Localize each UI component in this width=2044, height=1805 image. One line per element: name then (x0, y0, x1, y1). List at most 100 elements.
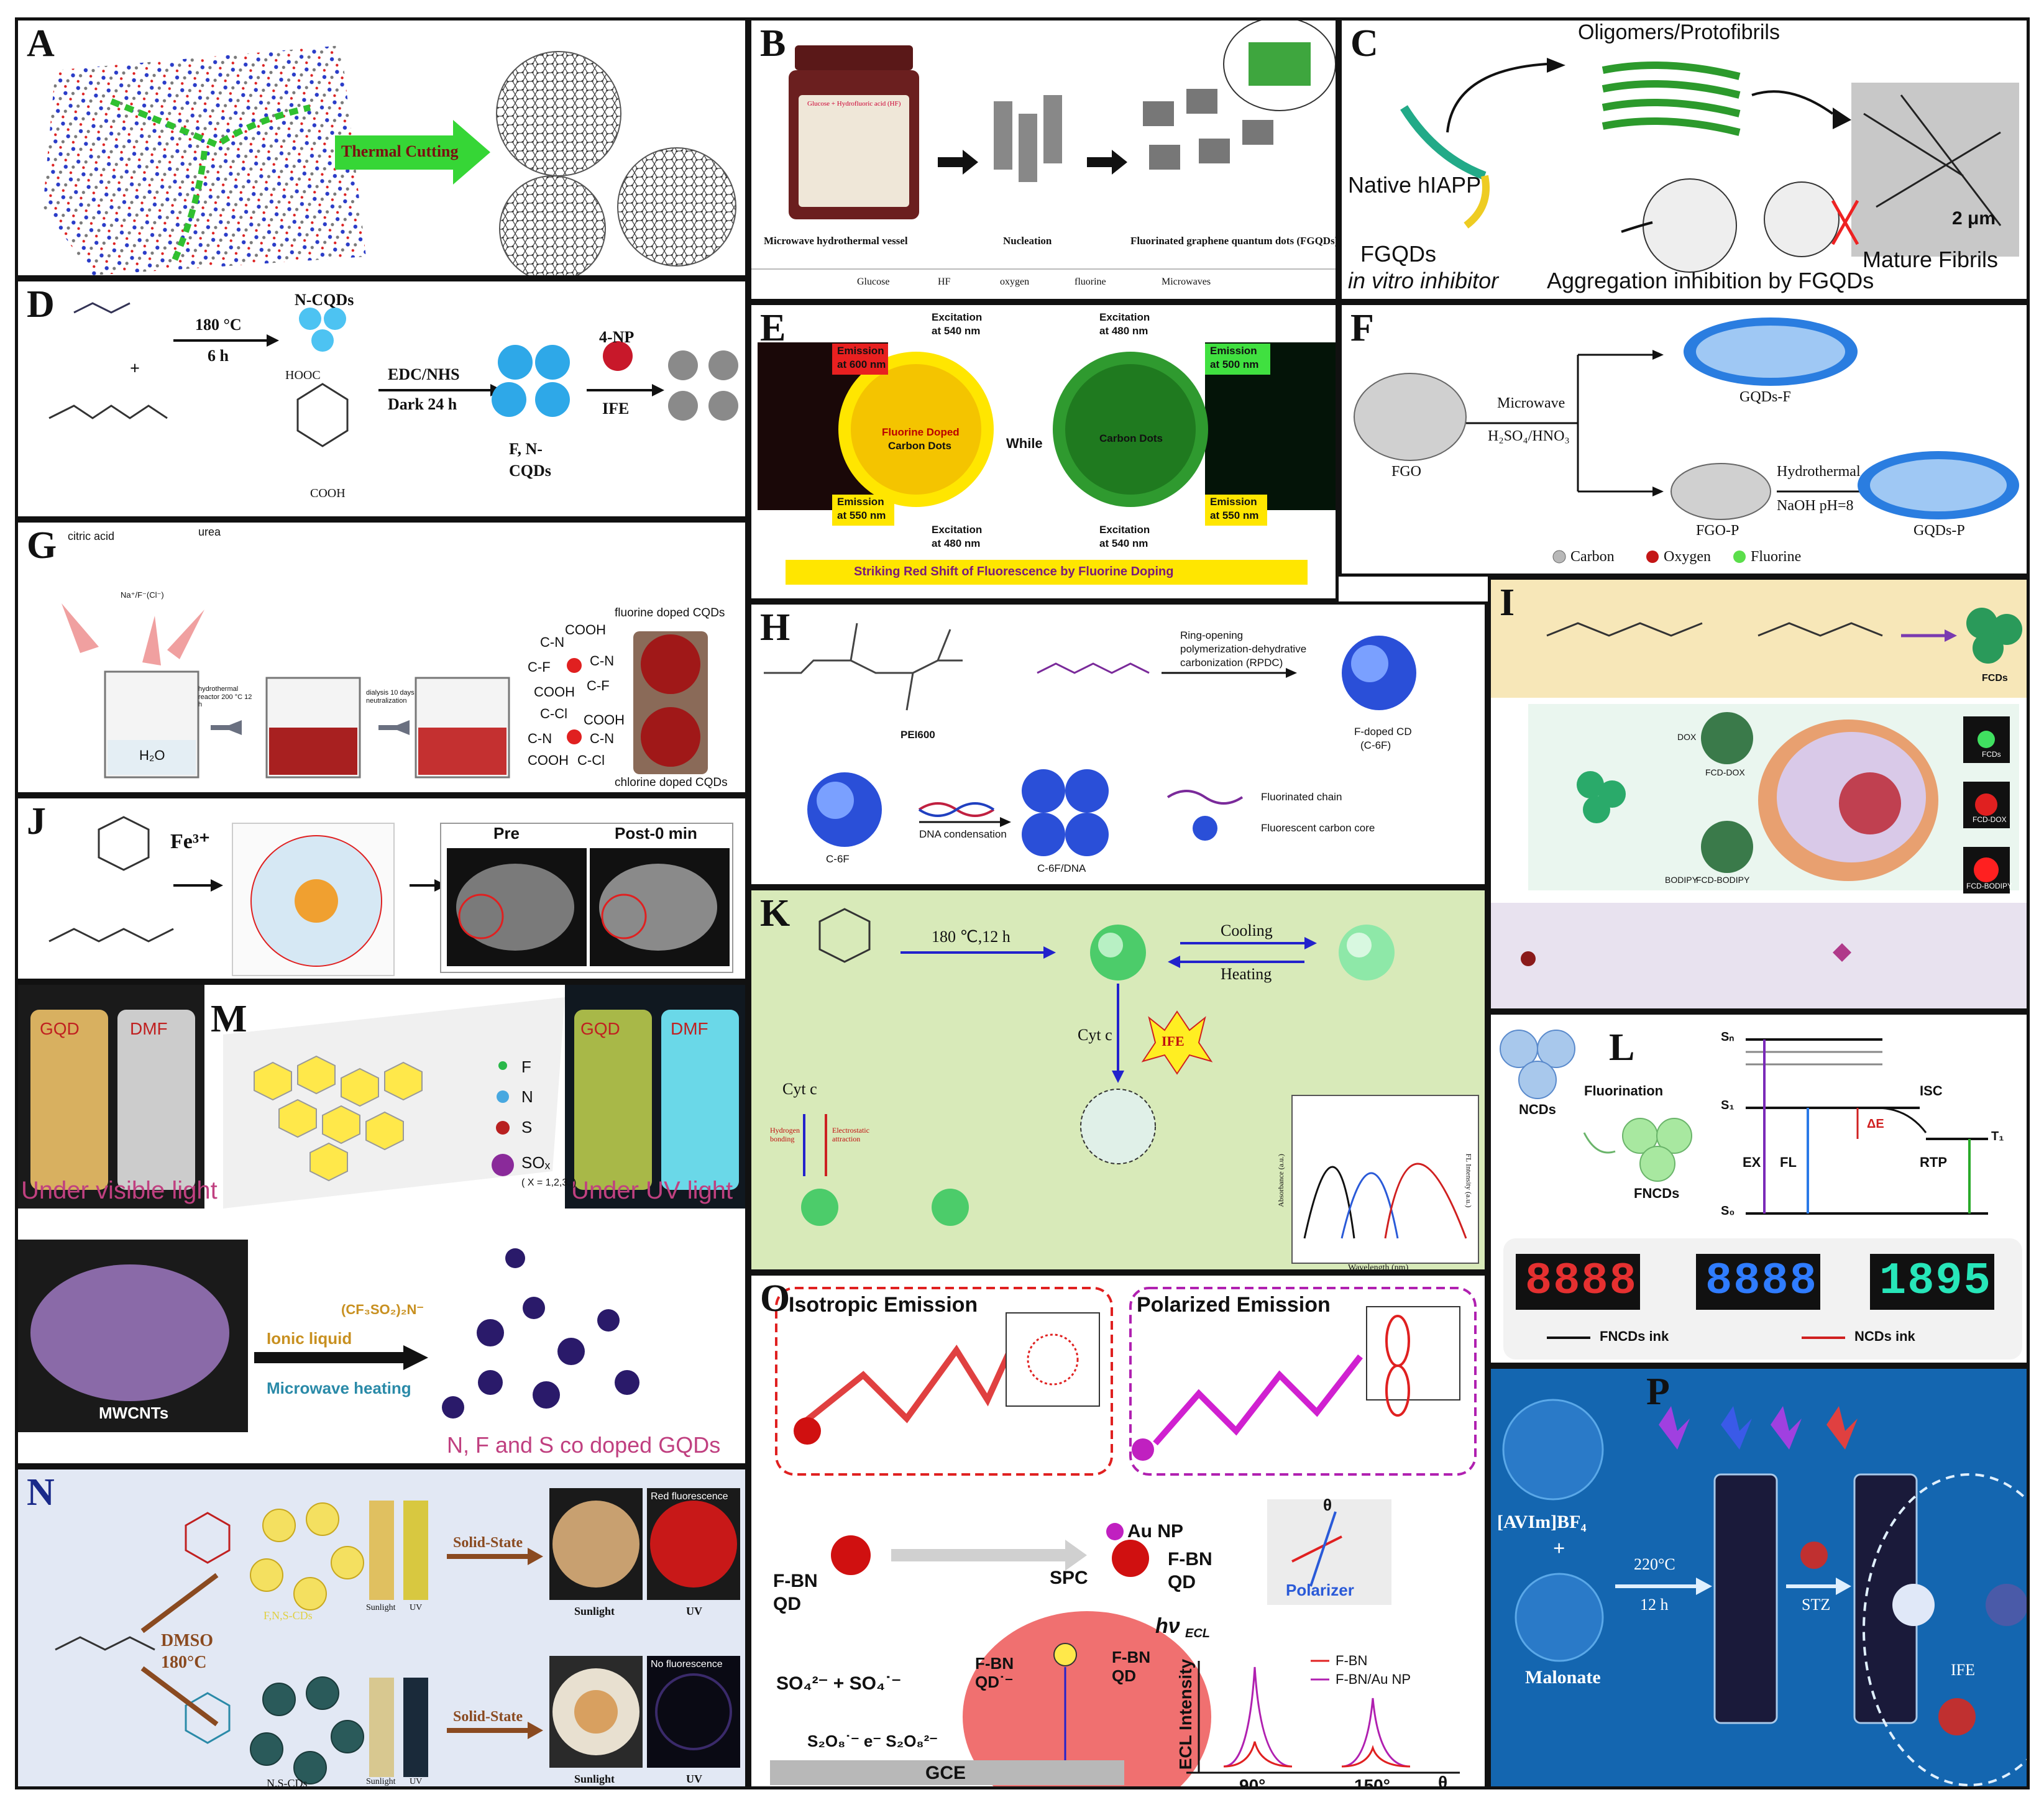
carbon-dots-label-right: Carbon Dots (1099, 432, 1163, 445)
dox-label: DOX (1677, 732, 1696, 742)
legend-microwaves: Microwaves (1162, 276, 1211, 288)
legend-fluorinated-chain: Fluorinated chain (1261, 791, 1342, 803)
panel-c: C Oligomers/Protofibrils Native hIAPP FG… (1339, 17, 2030, 302)
red-fluorescence-label: Red fluorescence (651, 1491, 728, 1502)
pei600-label: PEI600 (901, 729, 935, 741)
panel-label: K (760, 894, 790, 933)
f-group-5: COOH (534, 684, 575, 700)
post-label: Post-0 min (615, 825, 697, 843)
fncds-label: FNCDs (1634, 1186, 1679, 1201)
spc-label: SPC (1050, 1568, 1088, 1589)
panel-label: J (27, 802, 46, 841)
image-fcd-dox-label: FCD-DOX (1973, 816, 2007, 825)
fe3-label: Fe³⁺ (170, 829, 210, 854)
malonate-label: Malonate (1525, 1667, 1601, 1689)
fbn-qd-left-line2: QD (773, 1594, 801, 1615)
legend-n: N (521, 1088, 533, 1107)
legend-fluorine: fluorine (1075, 276, 1106, 288)
cl-group-5: COOH (528, 752, 569, 768)
f-group-1: C-N (540, 634, 564, 650)
image-fcd-bodipy-label: FCD-BODIPY (1966, 882, 2012, 891)
cyt-c-structure-label: Cyt c (782, 1080, 817, 1099)
excitation-480-bottom-line1: Excitation (932, 524, 982, 536)
f-group-4: C-N (590, 653, 614, 669)
mwcnts-label: MWCNTs (99, 1404, 168, 1423)
chlorine-cqds-label: chlorine doped CQDs (615, 776, 728, 790)
fbn-qd-right-line1: F-BN (1168, 1549, 1212, 1571)
ncqds-label: N-CQDs (295, 291, 354, 309)
gce-label: GCE (925, 1763, 966, 1784)
fbn-qd-right-line2: QD (1168, 1572, 1196, 1594)
4np-label: 4-NP (599, 328, 634, 347)
panel-i: I FCDs DOX FCD-DOX BODIPY FCD-BODIPY FCD… (1488, 577, 2030, 1012)
bodipy-label: BODIPY (1665, 875, 1698, 885)
chart-ylabel: Absorbance (a.u.) (1277, 1154, 1286, 1207)
panel-b: B Glucose + Hydrofluoric acid (HF) Micro… (748, 17, 1339, 302)
ncds-label: NCDs (1519, 1102, 1556, 1117)
cond1-temp: 180 °C (195, 316, 242, 334)
fbn-qd-left-line1: F-BN (773, 1571, 818, 1593)
scale-bar-label: 2 μm (1952, 208, 1996, 230)
time-label: 12 h (1640, 1596, 1669, 1614)
cl-group-4: C-N (590, 731, 614, 746)
step-fgqds: Fluorinated graphene quantum dots (FGQDs… (1130, 235, 1338, 247)
fluorine-doped-label: Fluorine Doped (882, 426, 960, 439)
x-tick-150: 150° (1354, 1776, 1390, 1789)
fn-cqds-label-2: CQDs (509, 462, 551, 480)
panel-label: H (760, 608, 790, 647)
ife-label: IFE (1951, 1661, 1975, 1679)
f-group-3: C-F (528, 659, 551, 675)
sulfate-radical-label: SO₄²⁻ + SO₄˙⁻ (776, 1673, 901, 1695)
ecl-intensity-ylabel: ECL Intensity (1176, 1659, 1196, 1770)
isc-label: ISC (1920, 1083, 1943, 1099)
cyt-c-label: Cyt c (1078, 1026, 1112, 1044)
pre-label: Pre (493, 825, 520, 843)
panel-label: I (1500, 583, 1515, 622)
cl-group-2: COOH (584, 712, 625, 728)
ife-label: IFE (1162, 1033, 1185, 1049)
temp-label: 220°C (1634, 1555, 1675, 1574)
au-np-label: Au NP (1127, 1521, 1183, 1543)
panel-label: P (1646, 1373, 1670, 1411)
legend-hf: HF (938, 276, 950, 288)
polarizer-label: Polarizer (1286, 1581, 1354, 1600)
x-tick-90: 90° (1239, 1776, 1265, 1789)
gqd-vial-label-vis: GQD (40, 1019, 80, 1039)
excitation-480-bottom-line2: at 480 nm (932, 537, 980, 550)
legend-s: S (521, 1118, 532, 1137)
hydrothermal-label: Hydrothermal (1777, 464, 1861, 481)
rpdc-line3: carbonization (RPDC) (1180, 657, 1283, 669)
emission-550-right-line2: at 550 nm (1210, 510, 1258, 522)
fcds-label: FCDs (1982, 673, 2008, 684)
reactor-label: hydrothermal reactor 200 °C 12 h (198, 685, 254, 709)
panel-d: D 180 °C 6 h N-CQDs + HOOC COOH EDC/NHS … (15, 278, 748, 519)
emission-550-left-line2: at 550 nm (837, 510, 886, 522)
step-nucleation: Nucleation (1003, 235, 1052, 247)
heating-label: Heating (1221, 965, 1272, 984)
cond2-reagent: EDC/NHS (388, 365, 460, 384)
visible-light-caption: Under visible light (21, 1176, 218, 1205)
excitation-540-bottom-line1: Excitation (1099, 524, 1150, 536)
dmf-vial-label-uv: DMF (671, 1019, 708, 1039)
panel-j: J Fe³⁺ Pre Post-0 min (15, 795, 748, 982)
urea-label: urea (198, 526, 221, 539)
fncds-ink-legend: FNCDs ink (1600, 1328, 1669, 1344)
vessel-contents: Glucose + Hydrofluoric acid (HF) (807, 100, 901, 108)
vial-sunlight-1: Sunlight (366, 1603, 395, 1613)
step-vessel: Microwave hydrothermal vessel (764, 235, 908, 247)
panel-n: N DMSO 180°C F,N,S-CDs N,S-CDs Solid-Sta… (15, 1466, 748, 1789)
photo-sunlight-2: Sunlight (574, 1773, 615, 1786)
rpdc-line1: Ring-opening (1180, 629, 1243, 642)
temperature-sensing-illustration (751, 890, 1488, 1273)
legend-oxygen: Oxygen (1664, 549, 1711, 566)
photo-sunlight-1: Sunlight (574, 1605, 615, 1618)
stz-sensing-illustration (1491, 1369, 2030, 1789)
dmf-vial-label-vis: DMF (130, 1019, 168, 1039)
delta-e-label: ΔE (1867, 1117, 1884, 1131)
t1-level: T₁ (1991, 1130, 2004, 1144)
panel-label: O (760, 1279, 790, 1318)
vial-uv-2: UV (410, 1777, 422, 1787)
chart-ylabel-right: FL Intensity (a.u.) (1464, 1153, 1473, 1207)
hooc-label: HOOC (285, 368, 321, 383)
panel-label: N (27, 1473, 55, 1512)
